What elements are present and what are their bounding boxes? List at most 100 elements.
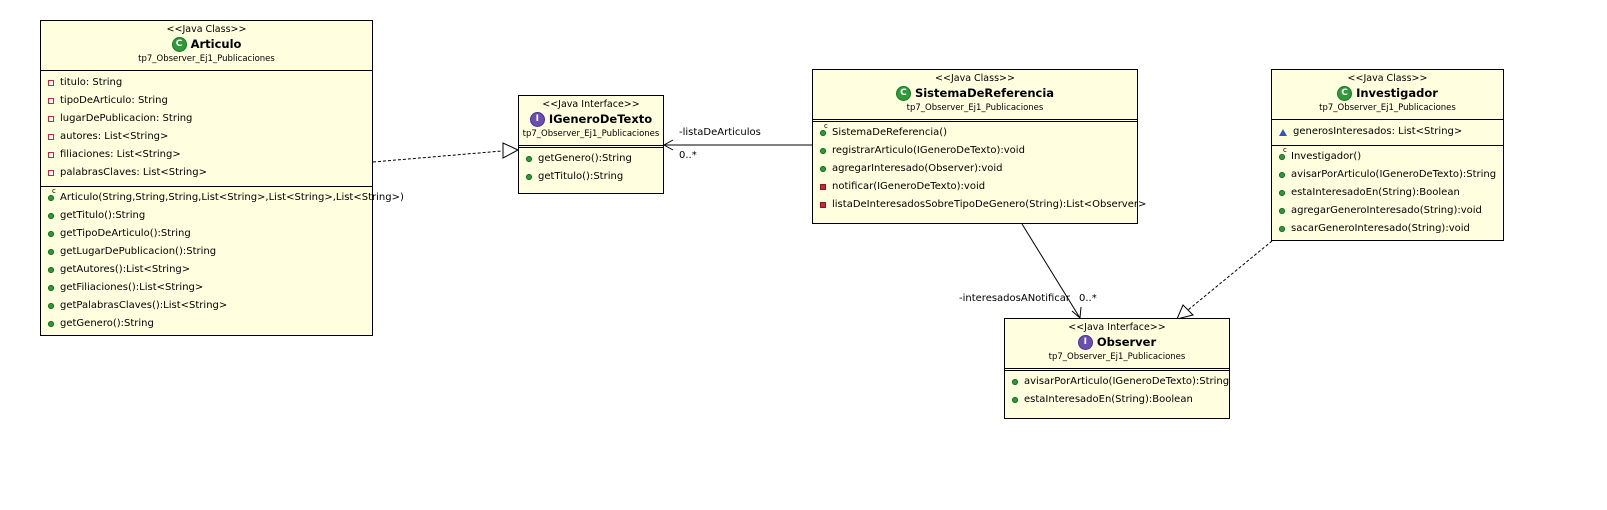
private-method-icon — [820, 184, 826, 190]
method-row[interactable]: sacarGeneroInteresado(String):void — [1272, 220, 1503, 238]
private-field-icon — [48, 170, 54, 176]
association-lista-arrowhead — [662, 139, 674, 151]
class-sistemadereferencia[interactable]: <<Java Class>> C SistemaDeReferencia tp7… — [812, 69, 1146, 224]
public-method-icon — [1279, 226, 1285, 232]
fields-section: titulo: String tipoDeArticulo: String lu… — [41, 70, 372, 186]
stereotype-label: <<Java Class>> — [1347, 73, 1428, 84]
class-investigador[interactable]: <<Java Class>> C Investigador tp7_Observ… — [1271, 69, 1504, 241]
method-row[interactable]: getFiliaciones():List<String> — [41, 279, 372, 297]
public-method-icon — [1012, 379, 1018, 385]
method-row[interactable]: listaDeInteresadosSobreTipoDeGenero(Stri… — [813, 196, 1146, 214]
realization-arrowhead — [502, 142, 520, 159]
public-method-icon — [1279, 190, 1285, 196]
public-method-icon — [48, 303, 54, 309]
constructor-icon — [48, 188, 56, 201]
interface-igenerodetexto[interactable]: <<Java Interface>> I IGeneroDeTexto tp7_… — [518, 95, 664, 194]
public-method-icon — [48, 267, 54, 273]
field-row[interactable]: tipoDeArticulo: String — [41, 92, 372, 110]
realization-investigador-observer — [1187, 240, 1273, 311]
method-row[interactable]: avisarPorArticulo(IGeneroDeTexto):String — [1272, 166, 1503, 184]
association-role-label: -listaDeArticulos — [679, 127, 761, 138]
method-row[interactable]: Articulo(String,String,String,List<Strin… — [41, 188, 404, 207]
public-method-icon — [48, 321, 54, 327]
class-articulo[interactable]: <<Java Class>> C Articulo tp7_Observer_E… — [40, 20, 404, 336]
realization-articulo-igenero — [372, 150, 503, 163]
interface-icon: I — [529, 111, 545, 127]
realization-arrowhead-2 — [1176, 304, 1194, 320]
private-field-icon — [48, 116, 54, 122]
constructor-icon — [1279, 147, 1287, 160]
method-row[interactable]: estaInteresadoEn(String):Boolean — [1272, 184, 1503, 202]
field-row[interactable]: generosInteresados: List<String> — [1272, 123, 1503, 141]
interface-icon: I — [1077, 334, 1093, 350]
field-row[interactable]: titulo: String — [41, 74, 372, 92]
interface-observer[interactable]: <<Java Interface>> I Observer tp7_Observ… — [1004, 318, 1230, 419]
method-row[interactable]: getTitulo():String — [519, 168, 663, 186]
public-method-icon — [526, 156, 532, 162]
method-row[interactable]: getLugarDePublicacion():String — [41, 243, 372, 261]
field-row[interactable]: autores: List<String> — [41, 128, 372, 146]
method-row[interactable]: estaInteresadoEn(String):Boolean — [1005, 391, 1229, 409]
field-row[interactable]: palabrasClaves: List<String> — [41, 164, 372, 182]
public-method-icon — [1279, 208, 1285, 214]
method-row[interactable]: getAutores():List<String> — [41, 261, 372, 279]
method-row[interactable]: SistemaDeReferencia() — [813, 123, 1137, 142]
method-row[interactable]: getGenero():String — [519, 150, 663, 168]
public-method-icon — [820, 166, 826, 172]
method-row[interactable]: getTitulo():String — [41, 207, 372, 225]
methods-section: Investigador() avisarPorArticulo(IGenero… — [1272, 145, 1503, 238]
public-method-icon — [820, 148, 826, 154]
class-name: C Investigador — [1272, 85, 1503, 101]
class-name: I Observer — [1005, 334, 1229, 350]
method-row[interactable]: avisarPorArticulo(IGeneroDeTexto):String — [1005, 373, 1229, 391]
methods-section: SistemaDeReferencia() registrarArticulo(… — [813, 119, 1146, 214]
private-field-icon — [48, 98, 54, 104]
package-label: tp7_Observer_Ej1_Publicaciones — [522, 129, 660, 139]
package-label: tp7_Observer_Ej1_Publicaciones — [1048, 352, 1186, 362]
class-header: <<Java Interface>> I Observer tp7_Observ… — [1005, 319, 1229, 368]
field-row[interactable]: lugarDePublicacion: String — [41, 110, 372, 128]
methods-section: avisarPorArticulo(IGeneroDeTexto):String… — [1005, 368, 1229, 409]
public-method-icon — [48, 231, 54, 237]
class-icon: C — [895, 85, 911, 101]
private-method-icon — [820, 202, 826, 208]
stereotype-label: <<Java Interface>> — [542, 99, 640, 110]
association-interesados-line — [1021, 223, 1081, 319]
public-method-icon — [1012, 397, 1018, 403]
method-row[interactable]: Investigador() — [1272, 147, 1503, 166]
package-label: tp7_Observer_Ej1_Publicaciones — [138, 54, 275, 64]
methods-section: getGenero():String getTitulo():String — [519, 145, 663, 186]
method-row[interactable]: agregarInteresado(Observer):void — [813, 160, 1137, 178]
method-row[interactable]: getTipoDeArticulo():String — [41, 225, 372, 243]
public-method-icon — [1279, 172, 1285, 178]
class-icon: C — [1337, 85, 1353, 101]
package-label: tp7_Observer_Ej1_Publicaciones — [906, 103, 1044, 113]
method-row[interactable]: getPalabrasClaves():List<String> — [41, 297, 372, 315]
methods-section: Articulo(String,String,String,List<Strin… — [41, 186, 404, 333]
class-icon: C — [171, 36, 187, 52]
stereotype-label: <<Java Interface>> — [1068, 322, 1166, 333]
private-field-icon — [48, 134, 54, 140]
package-field-icon — [1279, 128, 1287, 136]
association-role-label: -interesadosANotificar — [959, 293, 1071, 304]
field-row[interactable]: filiaciones: List<String> — [41, 146, 372, 164]
private-field-icon — [48, 80, 54, 86]
stereotype-label: <<Java Class>> — [166, 24, 247, 35]
fields-section: generosInteresados: List<String> — [1272, 119, 1503, 145]
stereotype-label: <<Java Class>> — [935, 73, 1015, 84]
public-method-icon — [48, 249, 54, 255]
public-method-icon — [48, 213, 54, 219]
method-row[interactable]: notificar(IGeneroDeTexto):void — [813, 178, 1137, 196]
class-name: C SistemaDeReferencia — [813, 85, 1137, 101]
association-multiplicity-label: 0..* — [1079, 293, 1097, 304]
class-header: <<Java Interface>> I IGeneroDeTexto tp7_… — [519, 96, 663, 145]
method-row[interactable]: agregarGeneroInteresado(String):void — [1272, 202, 1503, 220]
class-name: C Articulo — [41, 36, 372, 52]
class-header: <<Java Class>> C Articulo tp7_Observer_E… — [41, 21, 372, 70]
class-name: I IGeneroDeTexto — [519, 111, 663, 127]
constructor-icon — [820, 123, 828, 136]
method-row[interactable]: registrarArticulo(IGeneroDeTexto):void — [813, 142, 1137, 160]
public-method-icon — [526, 174, 532, 180]
method-row[interactable]: getGenero():String — [41, 315, 372, 333]
